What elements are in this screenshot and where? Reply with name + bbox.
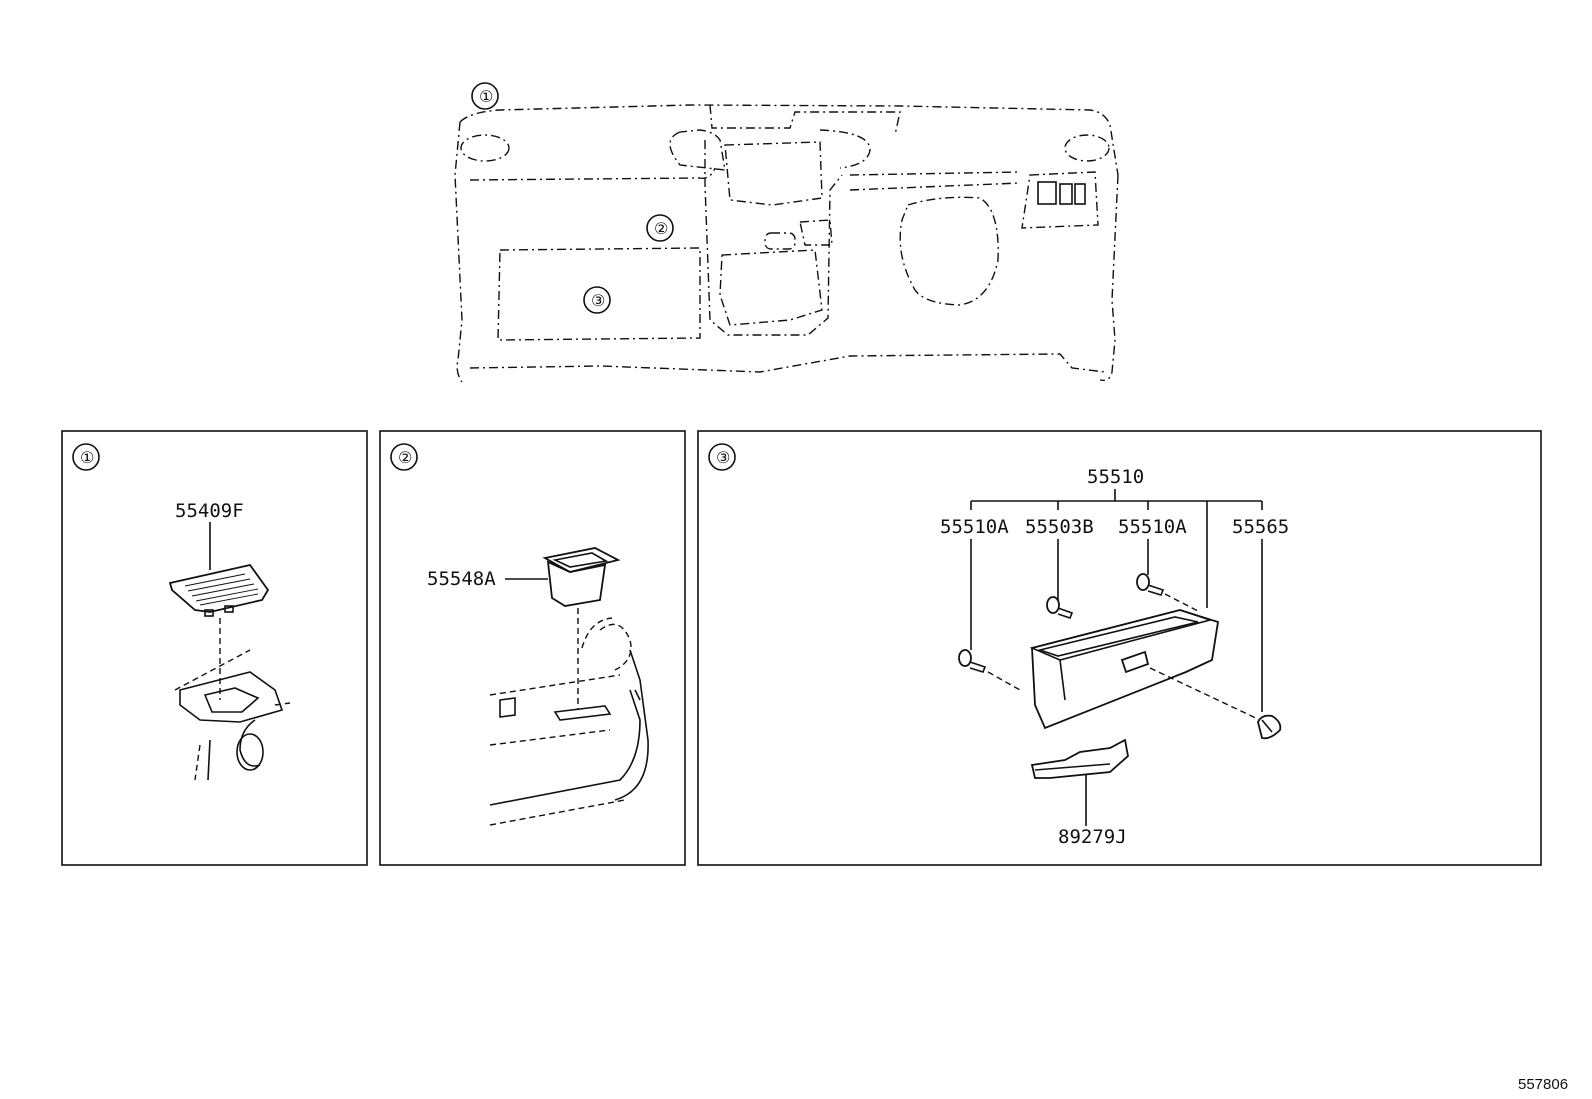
panel-3-marker	[708, 443, 736, 471]
part-label-55503B: 55503B	[1025, 516, 1094, 538]
detail-panel-3: ③ 55510 55510A 55503B 55510A 55565	[697, 430, 1542, 866]
part-55565-damper	[1257, 714, 1282, 740]
part-label-55510A-right: 55510A	[1118, 516, 1187, 538]
part-label-55409F: 55409F	[175, 500, 244, 522]
svg-text:②: ②	[654, 219, 668, 238]
part-label-55565: 55565	[1232, 516, 1289, 538]
panel-3-marker-text: ③	[716, 448, 730, 467]
part-55548A-pocket	[542, 547, 621, 607]
panel-1-marker-text: ①	[80, 448, 94, 467]
overview-callout-3: ③	[583, 286, 611, 314]
overview-callout-2: ②	[646, 214, 674, 242]
assembly-label-55510: 55510	[1087, 466, 1144, 488]
part-89279J-trim	[1030, 738, 1129, 779]
pocket-mount-area	[489, 617, 649, 826]
detail-panel-1: ① 55409F	[61, 430, 368, 866]
panel-2-marker	[390, 443, 418, 471]
part-55503B-clip	[1046, 596, 1074, 619]
detail-panel-2: ② 55548A	[379, 430, 686, 866]
svg-text:③: ③	[591, 291, 605, 310]
instrument-panel-overview: ① ② ③	[454, 82, 1119, 383]
part-55409F-tray-cover	[168, 563, 270, 617]
part-55510A-left-screw	[958, 649, 987, 673]
part-55510-glove-box-door	[1029, 609, 1220, 730]
panel-1-marker	[72, 443, 100, 471]
part-55510A-right-screw	[1136, 573, 1165, 596]
part-label-55510A-left: 55510A	[940, 516, 1009, 538]
svg-text:①: ①	[479, 87, 493, 106]
illustration-reference-number: 557806	[1518, 1076, 1568, 1093]
part-label-55548A: 55548A	[427, 568, 496, 590]
overview-callout-1: ①	[471, 82, 499, 110]
tray-mount-area	[174, 649, 291, 781]
part-label-89279J: 89279J	[1058, 826, 1127, 848]
panel-2-marker-text: ②	[398, 448, 412, 467]
